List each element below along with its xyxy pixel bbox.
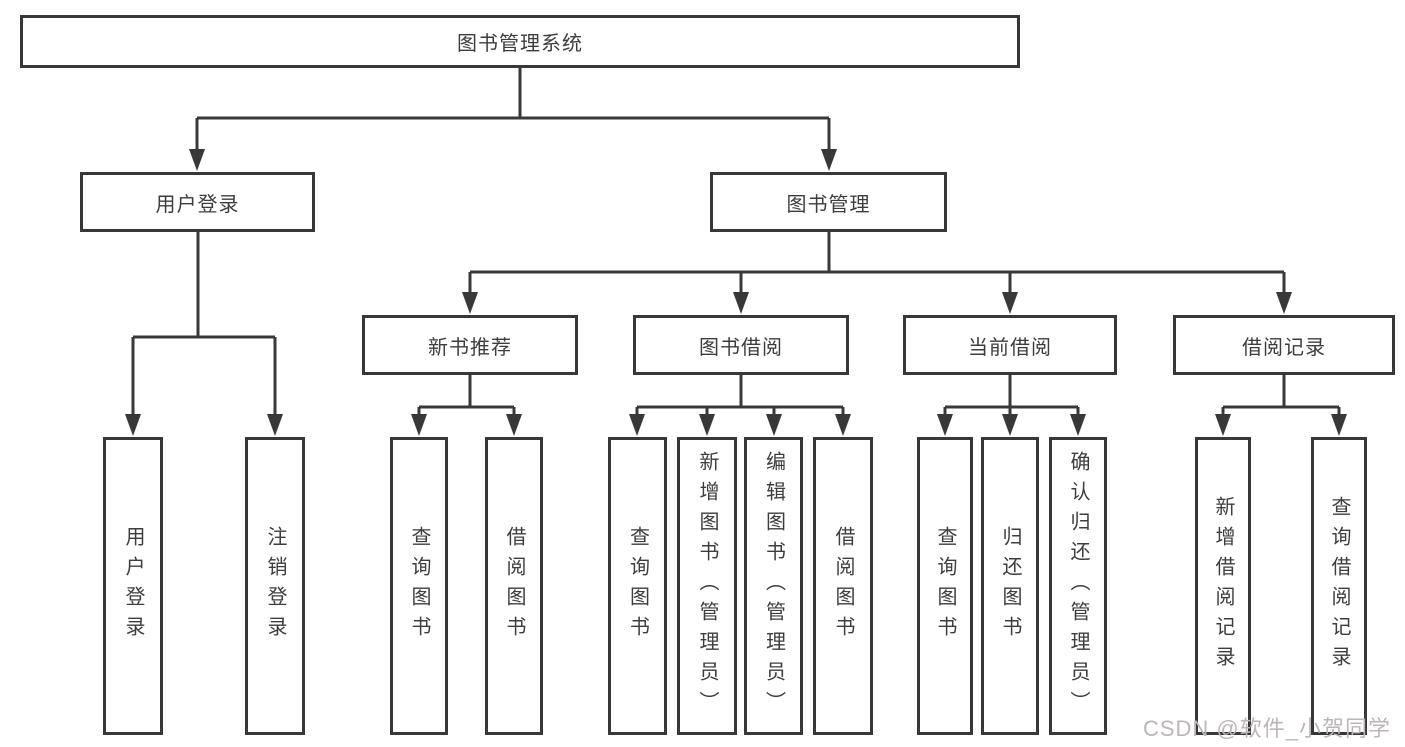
leaf-recommend-borrow-books: 借阅图书: [485, 437, 543, 735]
node-user-login: 用户登录: [80, 172, 315, 232]
node-new-book-recommend: 新书推荐: [362, 315, 578, 375]
leaf-recommend-query-books: 查询图书: [390, 437, 448, 735]
leaf-records-query-record: 查询借阅记录: [1311, 437, 1367, 735]
leaf-current-query-books: 查询图书: [917, 437, 973, 735]
leaf-borrow-edit-books-admin: 编辑图书（管理员）: [744, 437, 803, 735]
node-borrow-records: 借阅记录: [1173, 315, 1395, 375]
leaf-current-confirm-return-admin: 确认归还（管理员）: [1049, 437, 1107, 735]
leaf-user-login: 用户登录: [103, 437, 163, 735]
csdn-watermark: CSDN @软件_小贺同学: [1142, 716, 1391, 741]
node-book-borrow: 图书借阅: [633, 315, 849, 375]
leaf-current-return-books: 归还图书: [981, 437, 1039, 735]
leaf-borrow-query-books: 查询图书: [608, 437, 667, 735]
node-current-borrow: 当前借阅: [903, 315, 1117, 375]
node-book-management: 图书管理: [710, 172, 947, 232]
leaf-borrow-borrow-books: 借阅图书: [813, 437, 873, 735]
leaf-borrow-add-books-admin: 新增图书（管理员）: [677, 437, 737, 735]
leaf-logout: 注销登录: [245, 437, 305, 735]
leaf-records-add-record: 新增借阅记录: [1195, 437, 1251, 735]
node-root-library-management-system: 图书管理系统: [20, 15, 1020, 68]
